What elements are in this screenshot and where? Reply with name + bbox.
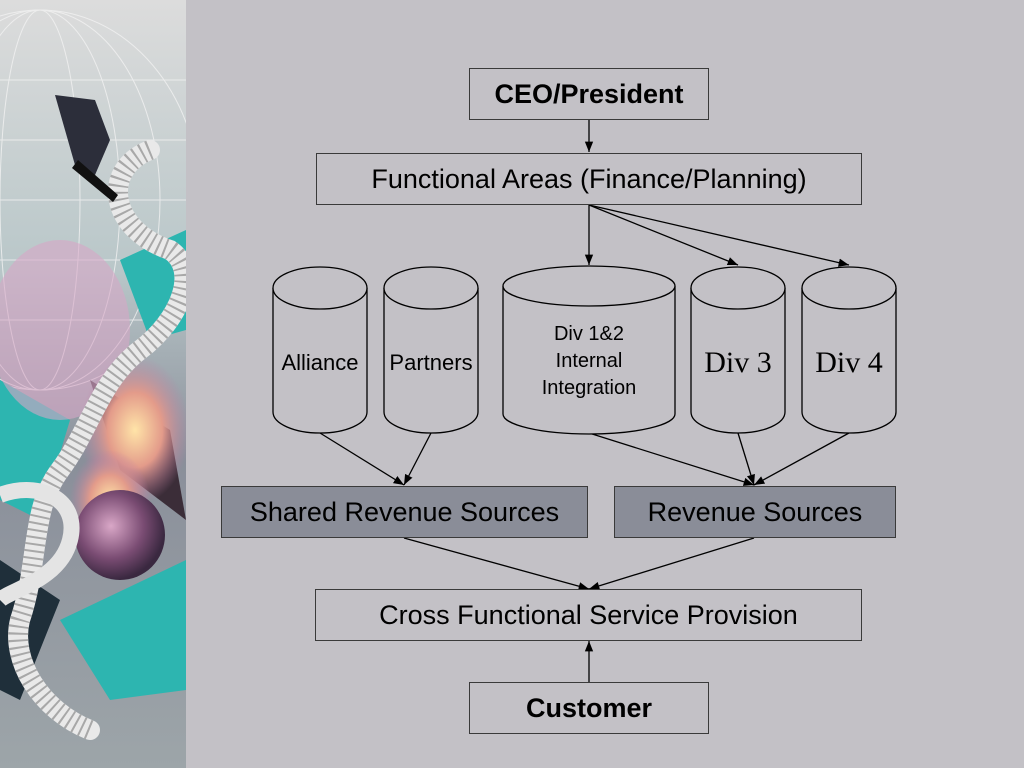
arrow-alliance-to-shared (319, 432, 405, 486)
revenue-box: Revenue Sources (614, 486, 896, 538)
cylinder-div3 (690, 266, 786, 434)
arrow-shared-to-cross (403, 537, 590, 591)
ceo-label: CEO/President (494, 78, 684, 109)
shared-revenue-label: Shared Revenue Sources (249, 496, 560, 527)
decorative-image-panel (0, 0, 186, 768)
arrow-functional-to-div3 (588, 204, 739, 266)
revenue-label: Revenue Sources (647, 496, 863, 527)
arrow-div3-to-revenue (737, 432, 755, 486)
customer-label: Customer (525, 692, 653, 723)
functional-areas-label: Functional Areas (Finance/Planning) (371, 163, 807, 194)
div12-line3: Integration (541, 376, 637, 399)
cylinder-div12 (502, 265, 676, 435)
arrow-revenue-to-cross (588, 537, 755, 590)
shared-revenue-box: Shared Revenue Sources (221, 486, 588, 538)
cross-functional-box: Cross Functional Service Provision (315, 589, 862, 641)
div12-line2: Internal (555, 349, 623, 372)
arrow-functional-to-div4 (588, 204, 850, 267)
cross-functional-label: Cross Functional Service Provision (379, 599, 798, 630)
cylinder-div4 (801, 266, 897, 434)
div4-label: Div 4 (815, 346, 883, 379)
div12-line1: Div 1&2 (553, 322, 625, 345)
div12-label: Div 1&2 Internal Integration (509, 318, 669, 404)
cylinder-alliance (272, 266, 368, 434)
alliance-label: Alliance (281, 350, 359, 375)
ceo-box: CEO/President (469, 68, 709, 120)
partners-label: Partners (389, 350, 473, 375)
arrow-div4-to-revenue (753, 432, 850, 486)
arrow-div12-to-revenue (588, 432, 755, 486)
div3-label: Div 3 (704, 346, 772, 379)
cylinder-partners (383, 266, 479, 434)
customer-box: Customer (469, 682, 709, 734)
arrow-partners-to-shared (403, 432, 432, 486)
functional-areas-box: Functional Areas (Finance/Planning) (316, 153, 862, 205)
